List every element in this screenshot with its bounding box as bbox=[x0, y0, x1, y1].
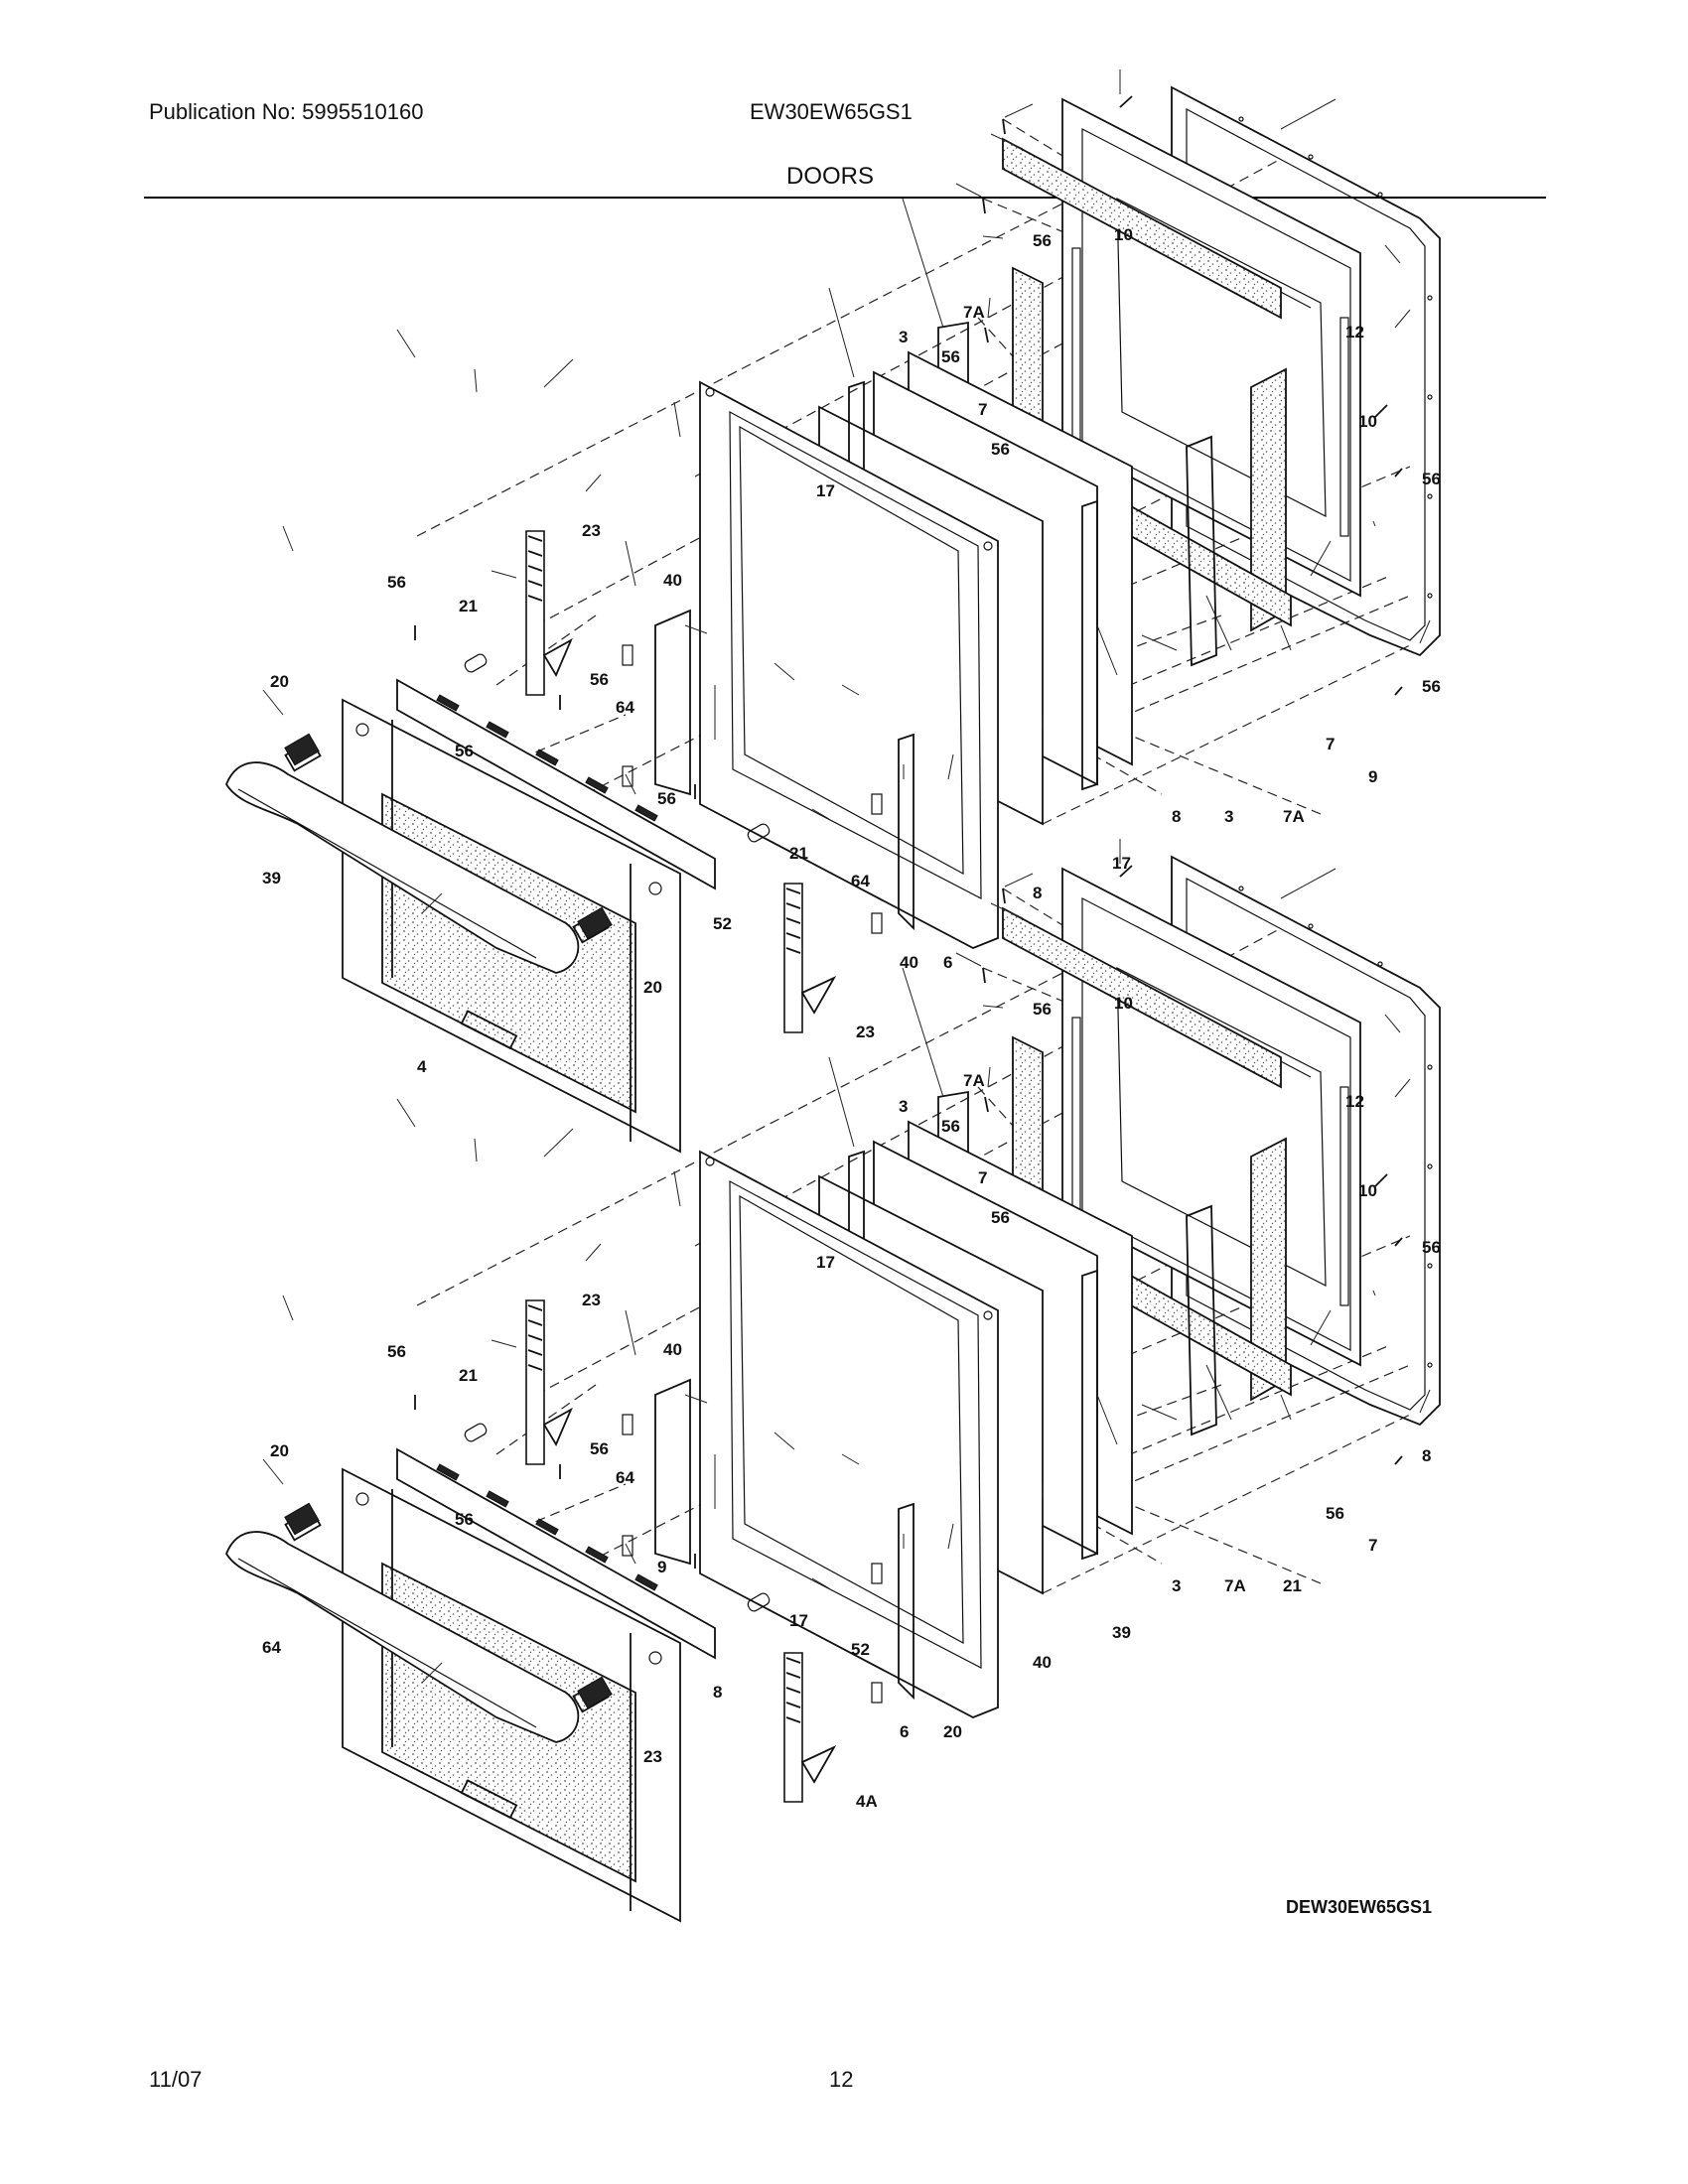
callout-56: 56 bbox=[590, 1439, 609, 1458]
section-title: DOORS bbox=[786, 163, 875, 190]
callout-3: 3 bbox=[1224, 807, 1233, 826]
callout-21: 21 bbox=[789, 844, 808, 863]
callout-56: 56 bbox=[1326, 1504, 1344, 1523]
callout-21: 21 bbox=[1283, 1576, 1302, 1595]
callout-7: 7 bbox=[1326, 735, 1335, 753]
callout-23: 23 bbox=[643, 1747, 662, 1766]
callout-56: 56 bbox=[941, 1117, 960, 1136]
callout-7: 7 bbox=[978, 400, 987, 419]
callout-8: 8 bbox=[713, 1683, 722, 1702]
publication-number: Publication No: 5995510160 bbox=[149, 99, 424, 124]
callout-10: 10 bbox=[1358, 412, 1377, 431]
header-divider bbox=[144, 197, 1546, 199]
callout-3: 3 bbox=[899, 328, 908, 346]
callout-52: 52 bbox=[713, 914, 732, 933]
callout-10: 10 bbox=[1114, 994, 1133, 1013]
callout-20: 20 bbox=[943, 1722, 962, 1741]
callout-40: 40 bbox=[900, 953, 918, 972]
callout-56: 56 bbox=[387, 1342, 406, 1361]
callout-56: 56 bbox=[991, 440, 1010, 459]
callout-56: 56 bbox=[455, 1510, 474, 1529]
callout-3: 3 bbox=[899, 1097, 908, 1116]
callout-56: 56 bbox=[941, 347, 960, 366]
callout-10: 10 bbox=[1358, 1181, 1377, 1200]
callout-39: 39 bbox=[262, 869, 281, 887]
callout-56: 56 bbox=[991, 1208, 1010, 1227]
callout-7A: 7A bbox=[1224, 1576, 1246, 1595]
callout-9: 9 bbox=[1368, 767, 1377, 786]
callout-56: 56 bbox=[590, 670, 609, 689]
callout-7A: 7A bbox=[963, 303, 985, 322]
callout-7: 7 bbox=[1368, 1536, 1377, 1555]
callout-40: 40 bbox=[1033, 1653, 1052, 1672]
callout-21: 21 bbox=[459, 597, 478, 615]
callout-56: 56 bbox=[455, 742, 474, 760]
callout-17: 17 bbox=[816, 481, 835, 500]
callout-3: 3 bbox=[1172, 1576, 1181, 1595]
callout-9: 9 bbox=[657, 1558, 666, 1576]
callout-4: 4 bbox=[417, 1057, 427, 1076]
callout-12: 12 bbox=[1345, 1092, 1364, 1111]
callout-21: 21 bbox=[459, 1366, 478, 1385]
callout-20: 20 bbox=[270, 1441, 289, 1460]
callout-6: 6 bbox=[900, 1722, 909, 1741]
callout-56: 56 bbox=[387, 573, 406, 592]
callout-17: 17 bbox=[816, 1253, 835, 1272]
callout-64: 64 bbox=[616, 1468, 634, 1487]
publication-date: 11/07 bbox=[149, 2067, 203, 2092]
callout-20: 20 bbox=[270, 672, 289, 691]
callout-23: 23 bbox=[582, 521, 601, 540]
callout-64: 64 bbox=[616, 698, 634, 717]
callout-39: 39 bbox=[1112, 1623, 1131, 1642]
diagram-code: DEW30EW65GS1 bbox=[1286, 1897, 1432, 1917]
callout-23: 23 bbox=[582, 1291, 601, 1309]
callout-17: 17 bbox=[789, 1611, 808, 1630]
callout-56: 56 bbox=[1422, 1238, 1441, 1257]
callout-10: 10 bbox=[1114, 225, 1133, 244]
callout-12: 12 bbox=[1345, 323, 1364, 341]
callout-8: 8 bbox=[1172, 807, 1181, 826]
callout-56: 56 bbox=[1422, 677, 1441, 696]
callout-40: 40 bbox=[663, 571, 682, 590]
callout-56: 56 bbox=[1422, 470, 1441, 488]
model-number: EW30EW65GS1 bbox=[750, 99, 913, 124]
callout-56: 56 bbox=[1033, 231, 1052, 250]
page-number: 12 bbox=[829, 2067, 854, 2092]
callout-64: 64 bbox=[262, 1638, 281, 1657]
callout-7A: 7A bbox=[963, 1071, 985, 1090]
callout-52: 52 bbox=[851, 1640, 870, 1659]
callout-17: 17 bbox=[1112, 854, 1131, 873]
callout-20: 20 bbox=[643, 978, 662, 997]
callout-23: 23 bbox=[856, 1023, 875, 1041]
callout-56: 56 bbox=[1033, 1000, 1052, 1019]
callout-56: 56 bbox=[657, 789, 676, 808]
callout-8: 8 bbox=[1422, 1446, 1431, 1465]
callout-64: 64 bbox=[851, 872, 870, 890]
callout-40: 40 bbox=[663, 1340, 682, 1359]
callout-4A: 4A bbox=[856, 1792, 878, 1811]
callout-8: 8 bbox=[1033, 884, 1042, 902]
callout-7A: 7A bbox=[1283, 807, 1305, 826]
callout-7: 7 bbox=[978, 1168, 987, 1187]
callout-6: 6 bbox=[943, 953, 952, 972]
